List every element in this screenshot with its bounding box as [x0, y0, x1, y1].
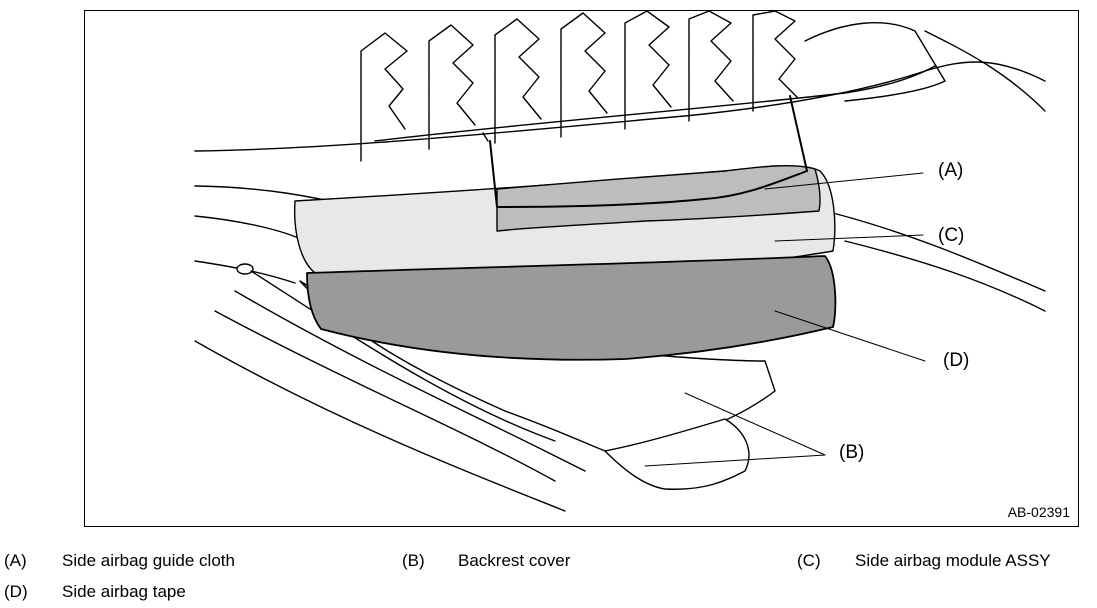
callout-d: (D) [943, 350, 970, 371]
seat-frame-springs [360, 11, 798, 162]
legend-text-c: Side airbag module ASSY [855, 551, 1051, 570]
legend-key-a: (A) [4, 551, 27, 570]
legend-text-a: Side airbag guide cloth [62, 551, 235, 570]
legend-text-b: Backrest cover [458, 551, 571, 570]
callout-a: (A) [938, 160, 964, 181]
leader-c [774, 234, 924, 242]
callout-b: (B) [839, 442, 865, 463]
guide-wire [489, 95, 808, 208]
legend-key-b: (B) [402, 551, 425, 570]
figure-frame: (A) (C) (D) (B) AB-02391 [84, 10, 1079, 527]
leader-b2 [644, 454, 826, 467]
seat-top-outline [194, 61, 1046, 152]
airbag-tape [306, 255, 837, 361]
legend-row-1: (A) Side airbag guide cloth (B) Backrest… [0, 551, 1097, 573]
legend-row-2: (D) Side airbag tape [0, 582, 1097, 604]
guide-cloth [496, 164, 821, 232]
leader-a [764, 172, 924, 190]
legend-text-d: Side airbag tape [62, 582, 186, 601]
legend-key-d: (D) [4, 582, 28, 601]
callout-c: (C) [938, 225, 965, 246]
airbag-diagram [194, 11, 1046, 512]
legend-key-c: (C) [797, 551, 821, 570]
figure-id: AB-02391 [1007, 504, 1070, 520]
leader-d [774, 310, 926, 362]
leader-b1 [684, 392, 826, 456]
